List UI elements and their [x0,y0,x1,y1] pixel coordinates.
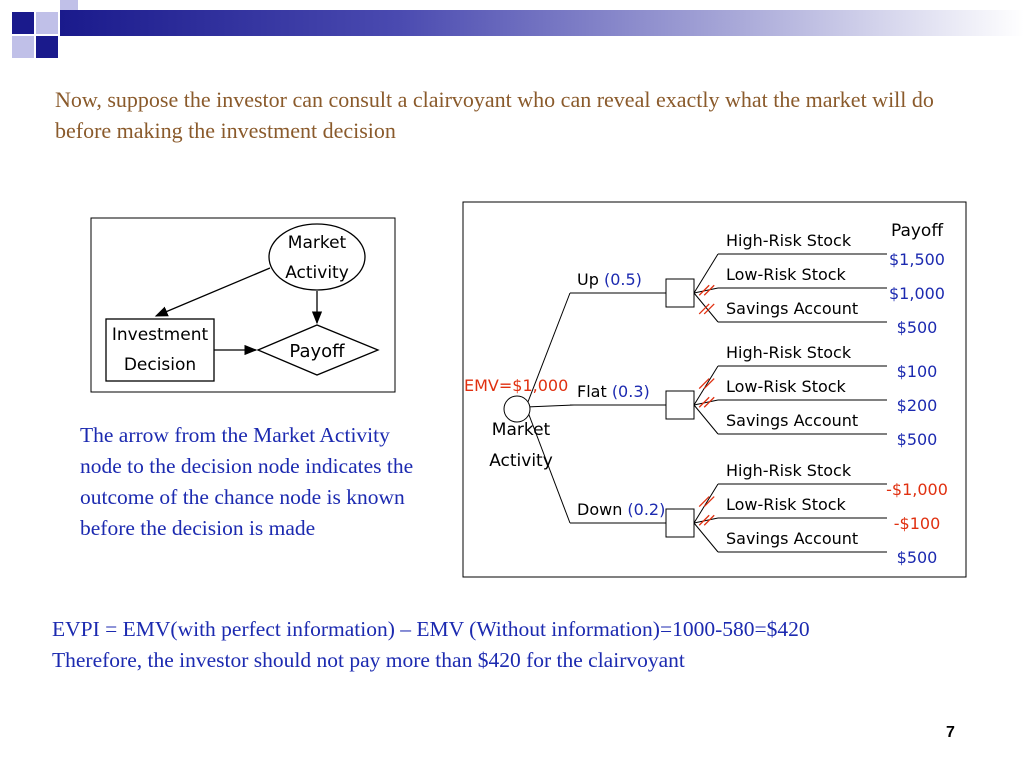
influence-diagram: Market Activity Investment Decision Payo… [90,217,396,393]
deco-square-3 [36,36,58,58]
fork-line-flat-2 [693,404,719,435]
payoff-node [256,324,380,376]
deco-square-1 [12,12,34,34]
prune-mark-a-up-1 [698,284,710,296]
decision-node-line2: Decision [124,355,196,375]
prune-mark-b-flat-1 [703,396,715,408]
payoff-value-down-2: $500 [897,548,938,567]
slide-heading: Now, suppose the investor can consult a … [55,87,934,143]
conclusion-line: Therefore, the investor should not pay m… [52,648,685,672]
payoff-value-up-0: $1,500 [889,250,945,269]
option-label-flat-0: High-Risk Stock [726,343,852,362]
branch-prob-up: (0.5) [604,270,642,289]
prune-mark-a-flat-1 [698,396,710,408]
prune-mark-a-up-2 [698,303,710,315]
title-gradient-bar [60,10,1024,36]
page-number: 7 [946,724,955,741]
market-node-line2: Activity [285,263,349,283]
option-label-flat-1: Low-Risk Stock [726,377,847,396]
fork-line-flat-1 [693,399,719,406]
payoff-value-flat-2: $500 [897,430,938,449]
decision-node-line1: Investment [112,325,209,345]
option-label-down-0: High-Risk Stock [726,461,852,480]
payoff-value-flat-1: $200 [897,396,938,415]
prune-mark-b-flat-0 [703,378,715,390]
deco-square-4 [12,36,34,58]
fork-line-up-0 [693,253,719,294]
payoff-value-up-2: $500 [897,318,938,337]
explanation-text: The arrow from the Market Activity node … [80,423,414,540]
prune-mark-b-up-1 [703,284,715,296]
decision-node-down [665,508,695,538]
emv-label: EMV=$1,000 [464,376,568,395]
fork-line-down-1 [693,517,719,524]
prune-mark-a-down-1 [698,514,710,526]
payoff-header: Payoff [891,221,944,241]
chance-label-line1: Market [492,420,551,440]
option-label-flat-2: Savings Account [726,411,858,430]
branch-name-down: Down [577,500,627,519]
decision-tree: Payoff Market Activity EMV=$1,000 Up (0.… [462,201,967,578]
trunk-down [525,406,571,524]
fork-line-up-1 [693,287,719,294]
evpi-line: EVPI = EMV(with perfect information) – E… [52,617,810,641]
trunk-up [525,292,571,408]
deco-square-5 [60,0,78,10]
prune-mark-b-down-0 [703,496,715,508]
evpi-block: EVPI = EMV(with perfect information) – E… [52,614,1012,676]
branch-label-up: Up (0.5) [577,270,642,289]
payoff-value-up-1: $1,000 [889,284,945,303]
arrow-market-to-decision [154,267,271,317]
option-label-down-1: Low-Risk Stock [726,495,847,514]
payoff-value-flat-0: $100 [897,362,938,381]
decision-node-up [665,278,695,308]
branch-name-flat: Flat [577,382,612,401]
chance-node [503,395,531,423]
fork-line-down-0 [693,483,719,524]
option-label-up-0: High-Risk Stock [726,231,852,250]
prune-mark-b-down-1 [703,514,715,526]
prune-mark-a-flat-0 [698,378,710,390]
branch-label-flat: Flat (0.3) [577,382,650,401]
trunk-flat [525,404,575,408]
payoff-value-down-0: -$1,000 [886,480,948,499]
payoff-node-label: Payoff [289,341,345,362]
option-label-up-1: Low-Risk Stock [726,265,847,284]
payoff-value-down-1: -$100 [894,514,941,533]
option-label-down-2: Savings Account [726,529,858,548]
option-label-up-2: Savings Account [726,299,858,318]
fork-line-flat-0 [693,365,719,406]
branch-prob-down: (0.2) [627,500,665,519]
branch-label-down: Down (0.2) [577,500,665,519]
market-node-line1: Market [288,233,347,253]
branch-prob-flat: (0.3) [612,382,650,401]
prune-mark-a-down-0 [698,496,710,508]
branch-name-up: Up [577,270,604,289]
fork-line-down-2 [693,522,719,553]
prune-mark-b-up-2 [703,303,715,315]
deco-square-2 [36,12,58,34]
investment-decision-node [105,318,215,382]
market-activity-node [268,223,366,291]
decision-node-flat [665,390,695,420]
chance-label-line2: Activity [489,451,553,471]
